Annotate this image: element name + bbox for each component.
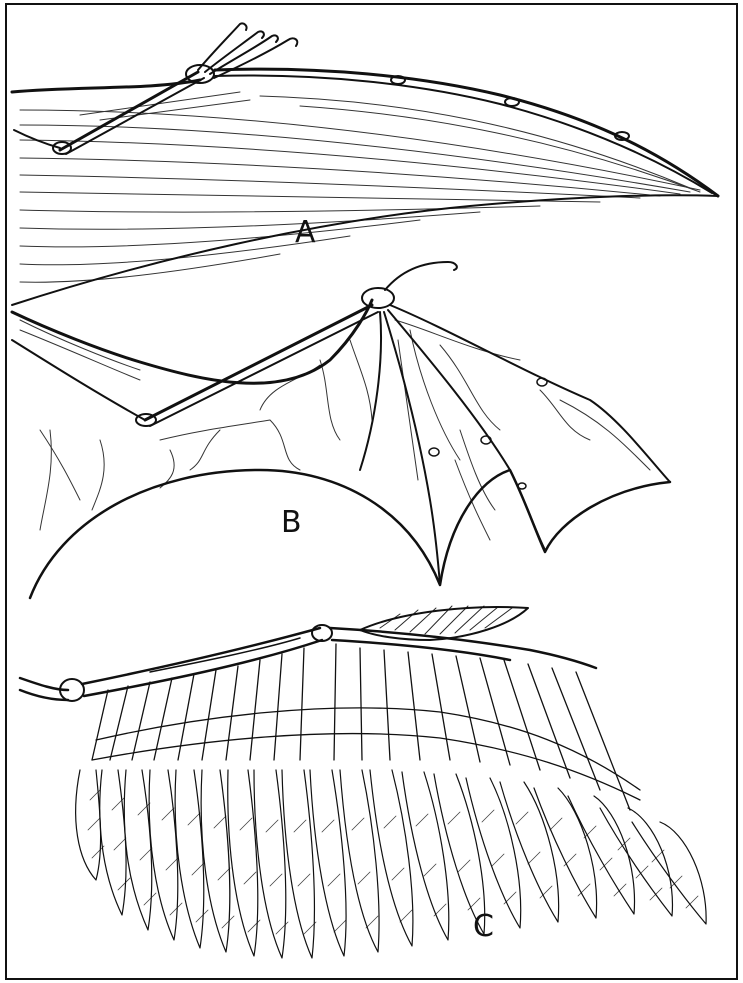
label-a: A (295, 218, 317, 248)
wing-c-bird (20, 606, 706, 958)
wing-a-pterodactyl (12, 23, 718, 305)
wing-b-bat (12, 262, 670, 598)
label-c: C (473, 912, 495, 942)
label-b: B (281, 508, 303, 538)
